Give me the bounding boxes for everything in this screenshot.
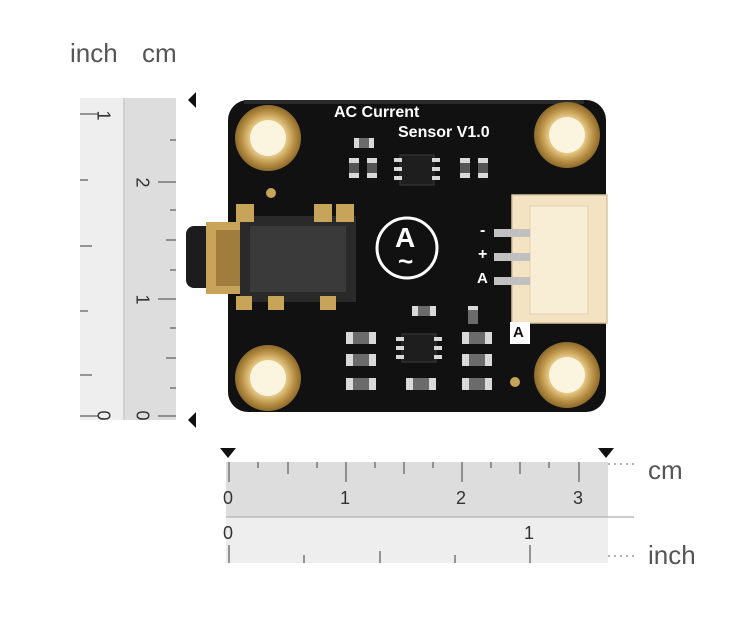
pin-label-plus: +	[478, 246, 488, 263]
ruler-number: 0	[132, 410, 153, 421]
ruler-unit-inch-label: inch	[70, 38, 118, 68]
ruler-number: 1	[93, 110, 114, 121]
audio-jack	[186, 204, 356, 310]
connector-tag: A	[513, 324, 524, 341]
pin-label-minus: -	[480, 222, 486, 239]
ruler-number: 0	[93, 410, 114, 421]
smd-components	[349, 138, 488, 186]
ruler-number: 3	[573, 488, 584, 508]
horizontal-ruler	[220, 448, 634, 563]
mounting-pad	[235, 345, 301, 411]
board-title-line2: Sensor V1.0	[398, 124, 490, 141]
logo-circle	[375, 216, 439, 280]
connector	[494, 194, 608, 344]
mounting-pad	[534, 342, 600, 408]
ruler-number: 1	[524, 523, 535, 543]
mounting-pad	[534, 102, 600, 168]
board-title-line1: AC Current	[334, 104, 420, 121]
smd-components-bottom	[346, 306, 492, 390]
ruler-number: 0	[223, 488, 234, 508]
ruler-unit-inch-label: inch	[648, 540, 696, 570]
pin-label-a: A	[477, 270, 488, 287]
ruler-number: 2	[132, 177, 153, 188]
ruler-number: 0	[223, 523, 234, 543]
mounting-pad	[235, 105, 301, 171]
pcb-board	[186, 100, 608, 412]
ruler-number: 2	[456, 488, 467, 508]
ruler-unit-cm-label: cm	[142, 38, 177, 68]
vertical-ruler	[80, 92, 196, 428]
ruler-number: 1	[340, 488, 351, 508]
ruler-number: 1	[132, 294, 153, 305]
logo-letter: A	[395, 222, 416, 253]
logo-symbol: ~	[398, 246, 414, 276]
ruler-unit-cm-label: cm	[648, 455, 683, 485]
